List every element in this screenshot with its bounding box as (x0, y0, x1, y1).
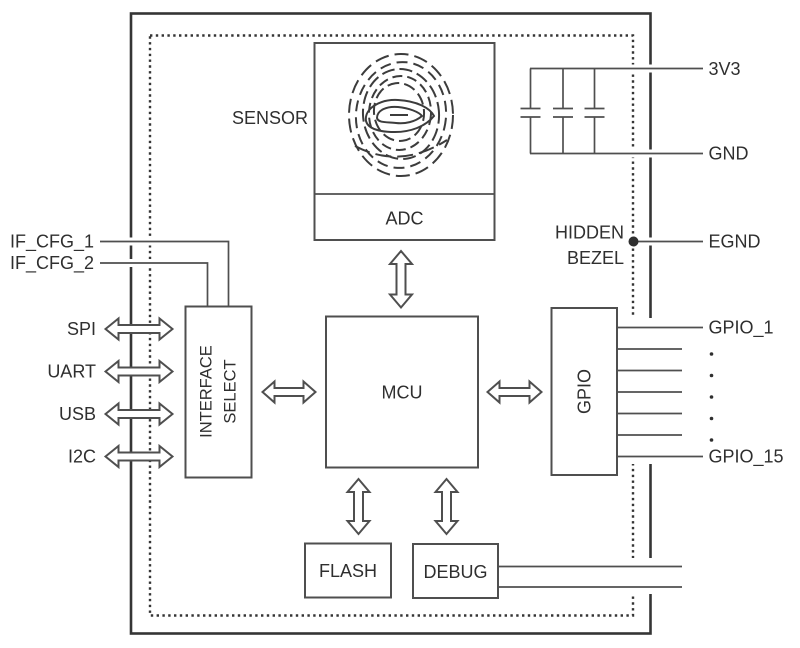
right-pin-label-gnd: GND (709, 144, 749, 164)
right-pin-label-gpio-1: GPIO_1 (709, 318, 774, 339)
wire-if-cfg-1 (100, 240, 230, 307)
fingerprint-icon (348, 53, 454, 177)
debug-block (412, 543, 499, 599)
sensor-label: SENSOR (232, 108, 308, 128)
egnd-junction-dot (628, 236, 639, 247)
debug-label: DEBUG (423, 562, 487, 582)
left-pin-label-usb: USB (59, 404, 96, 424)
usb-arrow (103, 401, 175, 427)
wire-if-cfg-2 (100, 262, 209, 307)
right-pin-label-egnd: EGND (709, 232, 761, 252)
mcu-flash-arrow (345, 477, 372, 536)
interface-select-label-line2: SELECT (222, 359, 240, 423)
right-pin-label-3v3: 3V3 (709, 59, 741, 79)
left-pin-label-if-cfg-1: IF_CFG_1 (10, 232, 94, 253)
mcu-gpio-arrow (485, 379, 544, 405)
gpio-label: GPIO (575, 369, 595, 414)
adc-label: ADC (385, 209, 423, 229)
gpio-block (550, 307, 618, 476)
interface-select-block (184, 305, 253, 479)
left-pin-label-spi: SPI (67, 319, 96, 339)
flash-label: FLASH (319, 561, 377, 581)
sensor-mcu-arrow (387, 249, 415, 310)
uart-arrow (103, 358, 175, 385)
sensor-block (313, 42, 496, 241)
wires-gpio-middle (617, 348, 682, 436)
spi-arrow (103, 316, 175, 342)
mcu-debug-arrow (433, 477, 460, 536)
mcu-block (325, 315, 479, 469)
left-pin-label-i2c: I2C (68, 447, 96, 467)
right-pin-label-gpio-15: GPIO_15 (709, 447, 784, 468)
interface-mcu-arrow (260, 379, 318, 405)
decoupling-capacitors (520, 68, 605, 154)
capacitor-icon (520, 68, 541, 154)
gpio-ellipsis-dots (709, 352, 714, 442)
border-knockout-debug (624, 558, 660, 594)
mcu-label: MCU (382, 383, 423, 403)
left-pin-label-if-cfg-2: IF_CFG_2 (10, 253, 94, 274)
left-pin-label-uart: UART (47, 362, 96, 382)
i2c-arrow (103, 443, 175, 470)
capacitor-icon (584, 68, 605, 154)
border-knockout-gpio (624, 318, 660, 464)
hidden-bezel-label-line2: BEZEL (567, 248, 624, 268)
interface-select-label-line1: INTERFACE (198, 345, 216, 438)
hidden-bezel-label-line1: HIDDEN (555, 223, 624, 243)
flash-block (304, 542, 392, 599)
capacitor-icon (553, 68, 573, 154)
